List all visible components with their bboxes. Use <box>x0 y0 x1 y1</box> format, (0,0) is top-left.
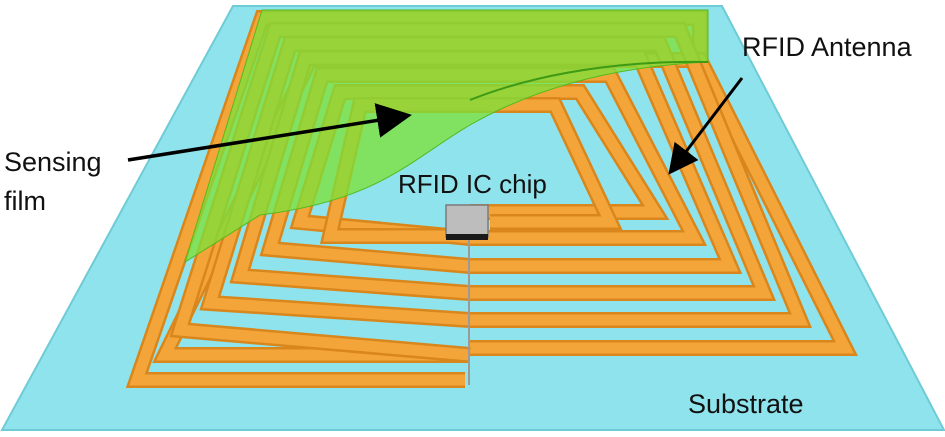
antenna-arrow <box>668 77 744 175</box>
sensing-film-edge <box>469 60 709 101</box>
rfid-ic-chip <box>445 204 489 240</box>
sensing-film-arrow <box>127 103 412 162</box>
sensing-film <box>184 9 709 264</box>
antenna-label: RFID Antenna <box>742 32 913 62</box>
chip-body <box>445 204 489 238</box>
sensing-film-label-line1: Sensing <box>4 147 102 177</box>
chip-label: RFID IC chip <box>398 169 547 199</box>
sensing-film-label-line2: film <box>4 186 46 216</box>
substrate-label: Substrate <box>688 389 804 419</box>
chip-contact <box>446 234 488 240</box>
